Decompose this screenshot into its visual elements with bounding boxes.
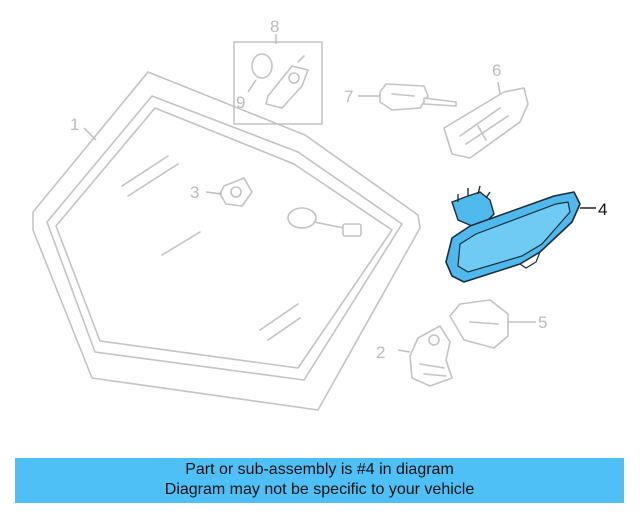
callout-6: 6 [492, 61, 501, 80]
mirror-stem-prongs [457, 185, 491, 202]
rearview-mirror[interactable] [445, 185, 581, 283]
sensor-bracket [219, 177, 253, 207]
rain-sensor [287, 207, 362, 237]
banner-line-disclaimer: Diagram may not be specific to your vehi… [164, 481, 475, 498]
callout-9: 9 [236, 93, 245, 112]
windshield [32, 71, 421, 411]
callout-4: 4 [598, 200, 607, 219]
mirror-edge [519, 251, 541, 269]
callout-8: 8 [270, 17, 279, 36]
callout-2: 2 [376, 343, 385, 362]
cover-bracket [379, 83, 457, 111]
callout-7: 7 [344, 87, 353, 106]
rain-sensor-cover [443, 87, 529, 159]
banner-line-part: Part or sub-assembly is #4 in diagram [185, 461, 454, 478]
mirror-glass [457, 201, 571, 273]
mirror-mount [409, 325, 453, 387]
parts-diagram: 1 2 3 4 5 6 7 8 9 [32, 17, 607, 411]
mirror-cover [449, 299, 523, 349]
info-banner: Part or sub-assembly is #4 in diagram Di… [15, 458, 624, 503]
callout-3: 3 [190, 183, 199, 202]
sensor-clip-group [233, 41, 323, 125]
mirror-stem [451, 191, 495, 227]
callout-1: 1 [70, 115, 79, 134]
callout-5: 5 [538, 313, 547, 332]
